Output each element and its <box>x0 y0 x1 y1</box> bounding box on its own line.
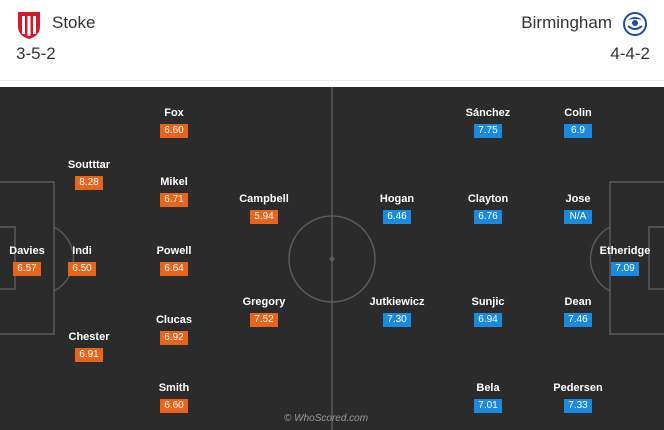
whoscored-credit: © WhoScored.com <box>284 413 369 424</box>
player-name: Pedersen <box>553 382 603 394</box>
player-rating: 7.01 <box>474 399 502 413</box>
player-rating: 6.50 <box>68 262 96 276</box>
player-mikel[interactable]: Mikel 6.71 <box>134 176 214 207</box>
away-team-name[interactable]: Birmingham <box>521 13 612 32</box>
player-name: Soutttar <box>67 159 111 171</box>
player-name: Chester <box>68 331 110 343</box>
player-souttar[interactable]: Soutttar 8.28 <box>49 159 129 190</box>
player-rating: 6.94 <box>474 313 502 327</box>
header-divider <box>0 80 664 81</box>
player-rating: 6.60 <box>160 124 188 138</box>
player-davies[interactable]: Davies 6.57 <box>0 245 67 276</box>
player-smith[interactable]: Smith 6.60 <box>134 382 214 413</box>
player-rating: 6.92 <box>160 331 188 345</box>
player-rating: 6.71 <box>160 193 188 207</box>
player-name: Clucas <box>155 314 193 326</box>
player-jose[interactable]: Jose N/A <box>538 193 618 224</box>
stoke-crest-icon <box>18 12 40 39</box>
player-campbell[interactable]: Campbell 5.94 <box>224 193 304 224</box>
player-chester[interactable]: Chester 6.91 <box>49 331 129 362</box>
player-rating: 6.76 <box>474 210 502 224</box>
pitch <box>0 87 664 430</box>
home-formation: 3-5-2 <box>16 44 56 63</box>
player-name: Colin <box>564 107 592 119</box>
player-name: Mikel <box>160 176 188 188</box>
player-rating: 7.33 <box>564 399 592 413</box>
player-etheridge[interactable]: Etheridge 7.09 <box>585 245 664 276</box>
player-name: Dean <box>564 296 592 308</box>
player-colin[interactable]: Colin 6.9 <box>538 107 618 138</box>
player-powell[interactable]: Powell 6.64 <box>134 245 214 276</box>
player-rating: N/A <box>564 210 592 224</box>
player-name: Indi <box>72 245 92 257</box>
player-rating: 8.28 <box>75 176 103 190</box>
player-name: Clayton <box>467 193 509 205</box>
player-name: Gregory <box>242 296 286 308</box>
player-name: Sunjic <box>471 296 505 308</box>
player-rating: 7.46 <box>564 313 592 327</box>
player-rating: 6.57 <box>13 262 41 276</box>
away-formation: 4-4-2 <box>610 44 650 63</box>
player-name: Jose <box>565 193 591 205</box>
player-rating: 5.94 <box>250 210 278 224</box>
player-name: Jutkiewicz <box>369 296 425 308</box>
player-name: Powell <box>156 245 192 257</box>
pitch-markings <box>0 87 664 430</box>
player-name: Sánchez <box>465 107 511 119</box>
player-gregory[interactable]: Gregory 7.52 <box>224 296 304 327</box>
player-rating: 7.75 <box>474 124 502 138</box>
player-clucas[interactable]: Clucas 6.92 <box>134 314 214 345</box>
player-rating: 6.46 <box>383 210 411 224</box>
player-sunjic[interactable]: Sunjic 6.94 <box>448 296 528 327</box>
player-bela[interactable]: Bela 7.01 <box>448 382 528 413</box>
player-name: Davies <box>9 245 45 257</box>
player-name: Etheridge <box>599 245 651 257</box>
player-fox[interactable]: Fox 6.60 <box>134 107 214 138</box>
player-name: Fox <box>164 107 184 119</box>
player-pedersen[interactable]: Pedersen 7.33 <box>538 382 618 413</box>
player-name: Campbell <box>239 193 289 205</box>
player-clayton[interactable]: Clayton 6.76 <box>448 193 528 224</box>
player-rating: 6.9 <box>564 124 592 138</box>
player-dean[interactable]: Dean 7.46 <box>538 296 618 327</box>
birmingham-crest-icon <box>623 12 647 36</box>
player-name: Smith <box>158 382 190 394</box>
match-header: Stoke 3-5-2 Birmingham 4-4-2 <box>0 0 664 86</box>
home-team-name[interactable]: Stoke <box>52 13 96 32</box>
player-sanchez[interactable]: Sánchez 7.75 <box>448 107 528 138</box>
player-jutkiewicz[interactable]: Jutkiewicz 7.30 <box>357 296 437 327</box>
player-hogan[interactable]: Hogan 6.46 <box>357 193 437 224</box>
player-rating: 6.64 <box>160 262 188 276</box>
player-name: Hogan <box>379 193 415 205</box>
player-rating: 7.52 <box>250 313 278 327</box>
player-rating: 6.91 <box>75 348 103 362</box>
player-name: Bela <box>476 382 500 394</box>
player-rating: 6.60 <box>160 399 188 413</box>
player-rating: 7.09 <box>611 262 639 276</box>
player-rating: 7.30 <box>383 313 411 327</box>
player-indi[interactable]: Indi 6.50 <box>42 245 122 276</box>
